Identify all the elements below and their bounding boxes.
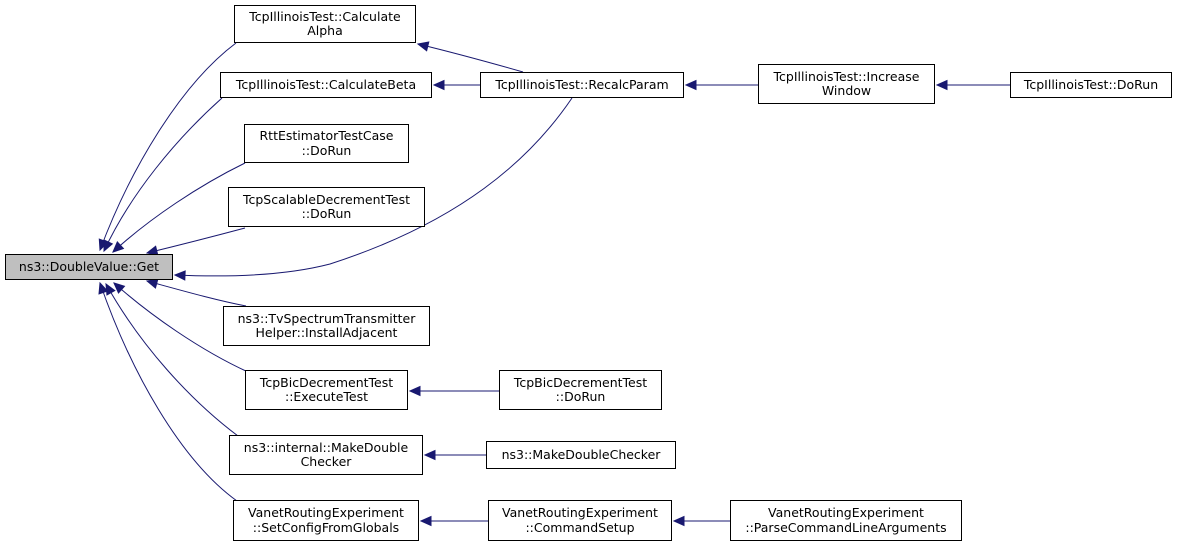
arrowhead-rtt_dorun-to-get <box>112 241 125 253</box>
node-label: ::DoRun <box>555 389 606 404</box>
arrowhead-increase-to-recalc <box>684 79 697 91</box>
edge-rtt_dorun-to-get <box>112 162 246 253</box>
node-label: TcpScalableDecrementTest <box>242 191 411 207</box>
node-tcp-illinois-increase-window[interactable]: TcpIllinoisTest::Increase Window <box>758 64 935 104</box>
node-label: RttEstimatorTestCase <box>259 128 394 143</box>
node-make-double-checker[interactable]: ns3::MakeDoubleChecker <box>486 441 676 469</box>
arrowhead-recalc-to-calc_alpha <box>416 41 430 52</box>
arrowhead-tvspectrum-to-get <box>145 278 159 289</box>
arrowhead-make_checker-to-make_checker_internal <box>423 449 436 461</box>
node-vanet-command-setup[interactable]: VanetRoutingExperiment ::CommandSetup <box>488 500 672 541</box>
node-label: Helper::InstallAdjacent <box>255 325 398 340</box>
node-tv-spectrum-install-adjacent[interactable]: ns3::TvSpectrumTransmitter Helper::Insta… <box>223 306 430 346</box>
edge-scalable_dorun-to-get <box>146 227 246 254</box>
node-label: ::DoRun <box>301 142 352 158</box>
node-label: ns3::internal::MakeDouble <box>243 439 409 455</box>
node-label: ::ParseCommandLineArguments <box>745 519 947 535</box>
edge-recalc-to-calc_alpha <box>417 43 524 73</box>
arrowhead-calc_beta-to-get <box>103 239 114 253</box>
arrowhead-bic_dorun-to-bic_exec <box>408 385 421 397</box>
node-label: ns3::DoubleValue::Get <box>18 258 160 274</box>
arrowhead-vanet_setconfig-to-get <box>98 281 109 295</box>
edge-calc_beta-to-get <box>103 97 223 252</box>
edge-calc_alpha-to-get <box>99 42 237 251</box>
node-tcp-illinois-recalc-param[interactable]: TcpIllinoisTest::RecalcParam <box>480 72 684 98</box>
node-tcp-illinois-calculate-alpha[interactable]: TcpIllinoisTest::Calculate Alpha <box>234 5 416 43</box>
node-tcp-bic-decrement-dorun[interactable]: TcpBicDecrementTest ::DoRun <box>499 370 662 410</box>
node-label: Window <box>821 83 872 98</box>
node-rtt-estimator-dorun[interactable]: RttEstimatorTestCase ::DoRun <box>244 124 409 163</box>
node-label: TcpIllinoisTest::CalculateBeta <box>235 76 417 92</box>
node-label: Alpha <box>307 23 343 38</box>
arrowhead-illinois_dorun-to-increase <box>935 79 948 91</box>
node-label: ns3::TvSpectrumTransmitter <box>237 310 416 326</box>
arrowhead-bic_exec-to-get <box>113 282 126 294</box>
node-vanet-set-config-from-globals[interactable]: VanetRoutingExperiment ::SetConfigFromGl… <box>233 500 419 541</box>
arrowhead-recalc-to-get <box>173 270 186 281</box>
node-label: ::ExecuteTest <box>284 389 369 404</box>
node-label: TcpIllinoisTest::Calculate <box>249 8 401 24</box>
node-double-value-get: ns3::DoubleValue::Get <box>5 254 173 280</box>
node-vanet-parse-command-line-arguments[interactable]: VanetRoutingExperiment ::ParseCommandLin… <box>730 500 962 541</box>
node-label: VanetRoutingExperiment <box>768 505 924 520</box>
node-label: TcpIllinoisTest::Increase <box>773 68 920 84</box>
edge-bic_exec-to-get <box>113 282 249 373</box>
arrowhead-make_checker_internal-to-get <box>105 282 116 296</box>
arrowhead-vanet_parse-to-vanet_cmdsetup <box>672 515 685 527</box>
node-label: VanetRoutingExperiment <box>502 505 658 520</box>
node-tcp-bic-decrement-execute-test[interactable]: TcpBicDecrementTest ::ExecuteTest <box>245 370 408 410</box>
node-label: TcpIllinoisTest::DoRun <box>1023 76 1159 92</box>
edge-recalc-to-get <box>174 97 573 277</box>
arrowhead-vanet_cmdsetup-to-vanet_setconfig <box>419 515 432 527</box>
arrowhead-recalc-to-calc_beta <box>432 79 445 91</box>
edge-make_checker_internal-to-get <box>105 283 239 437</box>
node-tcp-scalable-decrement-dorun[interactable]: TcpScalableDecrementTest ::DoRun <box>228 187 425 227</box>
node-label: ::SetConfigFromGlobals <box>252 519 400 535</box>
edge-tvspectrum-to-get <box>146 280 247 307</box>
node-tcp-illinois-calculate-beta[interactable]: TcpIllinoisTest::CalculateBeta <box>220 72 432 98</box>
node-label: VanetRoutingExperiment <box>248 505 404 520</box>
node-tcp-illinois-dorun[interactable]: TcpIllinoisTest::DoRun <box>1010 72 1172 98</box>
edge-vanet_setconfig-to-get <box>99 282 238 502</box>
node-label: ns3::MakeDoubleChecker <box>501 446 661 462</box>
node-label: ::DoRun <box>301 206 352 221</box>
node-label: TcpIllinoisTest::RecalcParam <box>495 76 669 92</box>
node-label: TcpBicDecrementTest <box>513 374 648 390</box>
node-internal-make-double-checker[interactable]: ns3::internal::MakeDouble Checker <box>229 435 423 475</box>
node-label: Checker <box>300 454 352 469</box>
node-label: TcpBicDecrementTest <box>259 374 394 390</box>
node-label: ::CommandSetup <box>525 519 635 535</box>
